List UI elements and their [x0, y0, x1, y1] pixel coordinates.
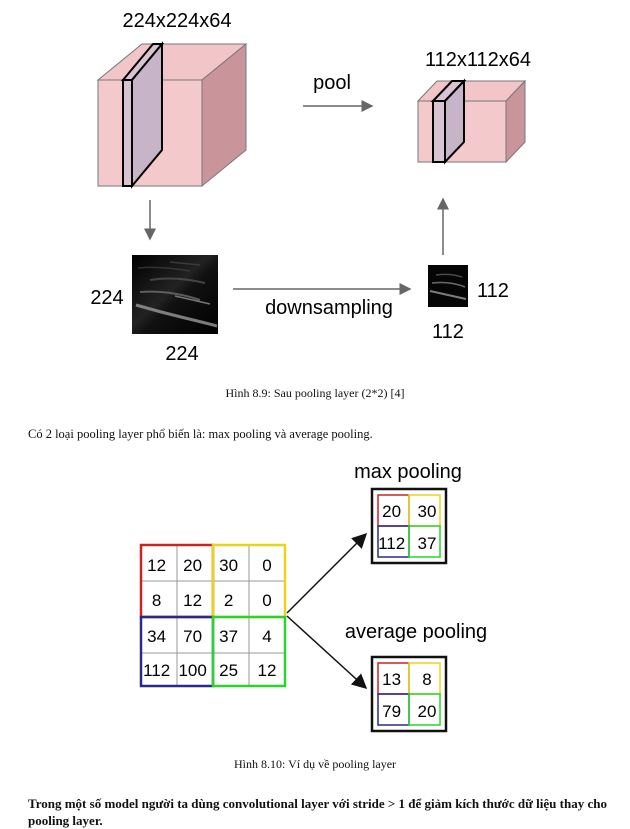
- output-map-width-label: 112: [432, 321, 464, 343]
- input-grid: 12 20 30 0 8 12 2 0 34 70 37 4 112 100 2…: [139, 543, 287, 688]
- svg-text:112 37: 112 37: [378, 534, 436, 553]
- input-feature-map: [132, 255, 218, 334]
- max-pooling-arrow: [286, 532, 368, 614]
- input-volume: [96, 41, 248, 189]
- input-cell: 37: [219, 627, 238, 646]
- average-pooling-grid: 13 8 79 20: [370, 655, 448, 733]
- max-pooling-cell: 112: [378, 534, 405, 553]
- svg-text:20 30: 20 30: [382, 502, 436, 521]
- figure-8-10-caption: Hình 8.10: Ví dụ về pooling layer: [233, 757, 397, 771]
- max-pooling-cell: 20: [382, 502, 401, 521]
- svg-text:34 70 37 4: 34 70 37 4: [147, 627, 272, 646]
- downsampling-label: downsampling: [265, 297, 393, 319]
- input-cell: 12: [147, 556, 166, 575]
- input-cell: 100: [178, 661, 206, 680]
- output-volume: [416, 78, 527, 165]
- bottom-right-quadrant: [211, 615, 287, 688]
- input-cell: 30: [219, 556, 238, 575]
- svg-text:79 20: 79 20: [382, 702, 436, 721]
- average-pooling-cell: 79: [382, 702, 401, 721]
- svg-text:8 12 2 0: 8 12 2 0: [152, 591, 272, 610]
- input-cell: 112: [143, 661, 170, 680]
- input-cell: 0: [262, 556, 271, 575]
- svg-text:13 8: 13 8: [382, 670, 432, 689]
- average-pooling-cell: 8: [422, 670, 431, 689]
- output-volume-label: 112x112x64: [425, 49, 531, 71]
- input-volume-label: 224x224x64: [123, 10, 232, 32]
- input-map-height-label: 224: [90, 287, 123, 309]
- max-pooling-cell: 37: [418, 534, 437, 553]
- input-cell: 34: [147, 627, 166, 646]
- input-cell: 70: [183, 627, 202, 646]
- input-cell: 25: [219, 661, 238, 680]
- input-cell: 2: [224, 591, 233, 610]
- input-cell: 20: [183, 556, 202, 575]
- input-cell: 8: [152, 591, 161, 610]
- figure-8-9-caption: Hình 8.9: Sau pooling layer (2*2) [4]: [225, 386, 405, 400]
- average-pooling-cell: 13: [382, 670, 401, 689]
- max-pooling-grid: 20 30 112 37: [370, 487, 448, 565]
- average-pooling-arrow: [286, 615, 368, 690]
- max-pooling-title: max pooling: [354, 461, 462, 483]
- max-pooling-cell: 30: [418, 502, 437, 521]
- input-map-width-label: 224: [165, 343, 198, 365]
- input-cell: 4: [262, 627, 271, 646]
- average-pooling-title: average pooling: [345, 621, 487, 643]
- output-feature-map: [428, 265, 468, 307]
- pooling-example-figure: 12 20 30 0 8 12 2 0 34 70 37 4 112 100 2…: [139, 461, 487, 733]
- pool-label: pool: [313, 72, 351, 94]
- svg-text:12 20 30 0: 12 20 30 0: [147, 556, 272, 575]
- average-pooling-cell: 20: [418, 702, 437, 721]
- input-cell: 12: [258, 661, 277, 680]
- output-map-height-label: 112: [477, 280, 509, 302]
- closing-paragraph: Trong một số model người ta dùng convolu…: [28, 796, 607, 828]
- intro-paragraph: Có 2 loại pooling layer phổ biến là: max…: [28, 427, 373, 441]
- svg-text:112 100 25 1: 112 100 25 12: [143, 661, 276, 680]
- input-cell: 0: [262, 591, 271, 610]
- input-cell: 12: [183, 591, 202, 610]
- pooling-volume-figure: 224x224x64 pool 112x112x64 224 224 downs…: [90, 10, 531, 365]
